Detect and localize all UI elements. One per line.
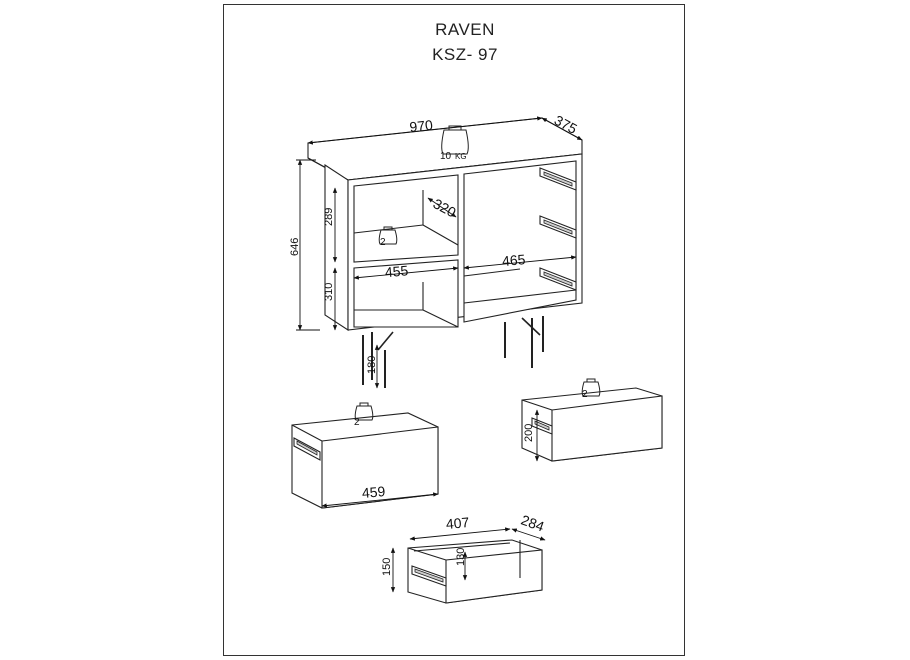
width-label: 970 <box>409 117 434 135</box>
upper-left-opening <box>353 174 459 263</box>
drawer-bottom-depth-dimension-line <box>511 528 546 541</box>
drawer-right-weight-value: 2 <box>582 389 588 400</box>
drawer-bottom-inner-height-label: 130 <box>455 548 467 566</box>
shelf-depth-dimension-line <box>427 197 457 218</box>
drawer-bottom-front <box>445 549 543 604</box>
left-side-panel <box>324 163 349 332</box>
drawer-left-width-label: 459 <box>361 483 386 501</box>
left-width-label: 455 <box>384 262 409 280</box>
drawer-right-height-label: 200 <box>523 424 535 442</box>
sheet-border <box>223 4 685 656</box>
drawer-bottom-width-dimension-line <box>409 527 511 541</box>
drawer-rails <box>539 167 577 291</box>
drawer-bottom-depth-label: 284 <box>519 512 547 535</box>
leg-height-label: 180 <box>366 356 378 374</box>
shelf-weight-value: 2 <box>380 237 386 248</box>
upper-height-label: 289 <box>323 208 335 226</box>
drawer-bottom <box>407 539 543 604</box>
drawer-bottom-width-label: 407 <box>445 514 470 532</box>
right-opening <box>463 160 577 323</box>
left-width-dimension-line <box>353 266 459 280</box>
shelf-back-line <box>353 224 424 234</box>
product-name: RAVEN <box>435 20 495 39</box>
lower-height-label: 310 <box>323 283 335 301</box>
drawer-bottom-outer-height-label: 150 <box>381 558 393 576</box>
right-back-line <box>463 268 521 277</box>
model-code: KSZ- 97 <box>432 45 498 64</box>
right-width-label: 465 <box>501 251 526 269</box>
height-label: 646 <box>289 238 301 256</box>
lower-floor-line <box>422 309 459 328</box>
top-weight-unit: KG <box>455 152 467 161</box>
top-weight-value: 10 <box>440 151 452 162</box>
top-weight-icon <box>441 125 469 155</box>
width-dimension-line <box>307 116 543 145</box>
drawer-left-width-dimension-line <box>321 492 439 508</box>
drawer-right-front <box>551 395 663 462</box>
shelf-side-line <box>422 224 459 246</box>
drawer-right <box>521 387 663 462</box>
right-floor-line <box>463 289 577 304</box>
drawer-left <box>291 412 439 509</box>
legs <box>362 316 544 388</box>
depth-dimension-line <box>541 117 583 141</box>
drawer-left-weight-value: 2 <box>354 417 360 428</box>
right-width-dimension-line <box>463 255 577 270</box>
